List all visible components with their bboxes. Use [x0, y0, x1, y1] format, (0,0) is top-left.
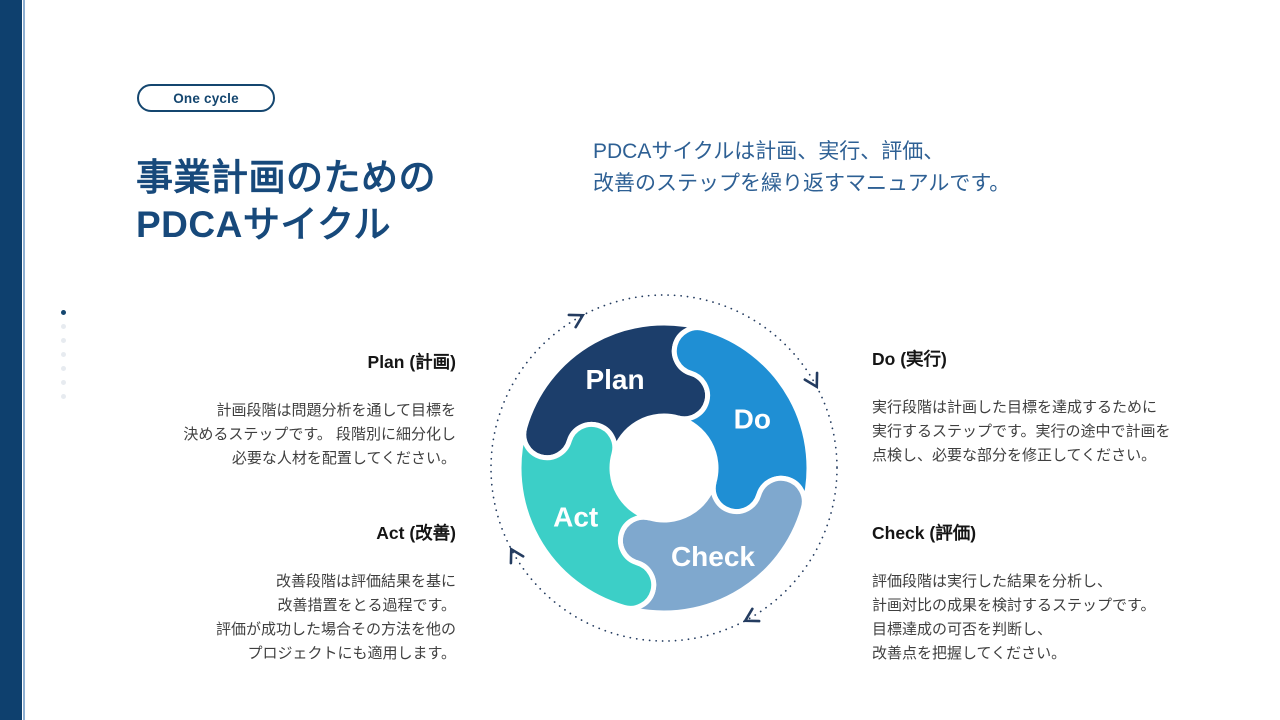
slide-subtitle: PDCAサイクルは計画、実行、評価、 改善のステップを繰り返すマニュアルです。 [593, 140, 1011, 195]
one-cycle-badge: One cycle [137, 84, 275, 112]
pagination-dots [61, 310, 66, 399]
plan-body: 計画段階は問題分析を通して目標を 決めるステップです。 段階別に細分化し 必要な… [183, 402, 456, 467]
left-accent-bar [0, 0, 22, 720]
segment-label-plan: Plan [585, 364, 644, 395]
segment-label-do: Do [734, 404, 771, 435]
do-body: 実行段階は計画した目標を達成するために 実行するステップです。実行の途中で計画を… [872, 399, 1171, 464]
left-accent-bar-edge [23, 0, 25, 720]
cycle-dotted-ring [490, 294, 838, 642]
plan-heading: Plan (計画) [367, 352, 456, 372]
one-cycle-badge-label: One cycle [173, 90, 239, 106]
cycle-arrow-icon [567, 313, 586, 329]
cycle-arrow-icon [509, 546, 525, 565]
check-body: 評価段階は実行した結果を分析し、 計画対比の成果を検討するステップです。 目標達… [872, 573, 1156, 662]
segment-act [516, 421, 657, 611]
page-title: 事業計画のための PDCAサイクル [136, 156, 436, 245]
check-heading: Check (評価) [872, 523, 977, 543]
pagination-dot [61, 352, 66, 357]
pagination-dot [61, 380, 66, 385]
cycle-arrow-icon [803, 371, 819, 390]
pagination-dot [61, 366, 66, 371]
act-heading: Act (改善) [376, 523, 456, 543]
segment-label-check: Check [671, 541, 755, 572]
plan-description-block: Plan (計画) 計画段階は問題分析を通して目標を 決めるステップです。 段階… [150, 331, 456, 489]
do-description-block: Do (実行) 実行段階は計画した目標を達成するために 実行するステップです。実… [872, 328, 1202, 486]
act-description-block: Act (改善) 改善段階は評価結果を基に 改善措置をとる過程です。 評価が成功… [150, 502, 456, 684]
act-body: 改善段階は評価結果を基に 改善措置をとる過程です。 評価が成功した場合その方法を… [215, 573, 456, 662]
do-heading: Do (実行) [872, 349, 947, 369]
pagination-dot [61, 338, 66, 343]
pagination-dot [61, 394, 66, 399]
check-description-block: Check (評価) 評価段階は実行した結果を分析し、 計画対比の成果を検討する… [872, 502, 1202, 684]
pagination-dot-active [61, 310, 66, 315]
cycle-arrow-icon [742, 607, 761, 623]
segment-label-act: Act [553, 501, 598, 532]
pagination-dot [61, 324, 66, 329]
